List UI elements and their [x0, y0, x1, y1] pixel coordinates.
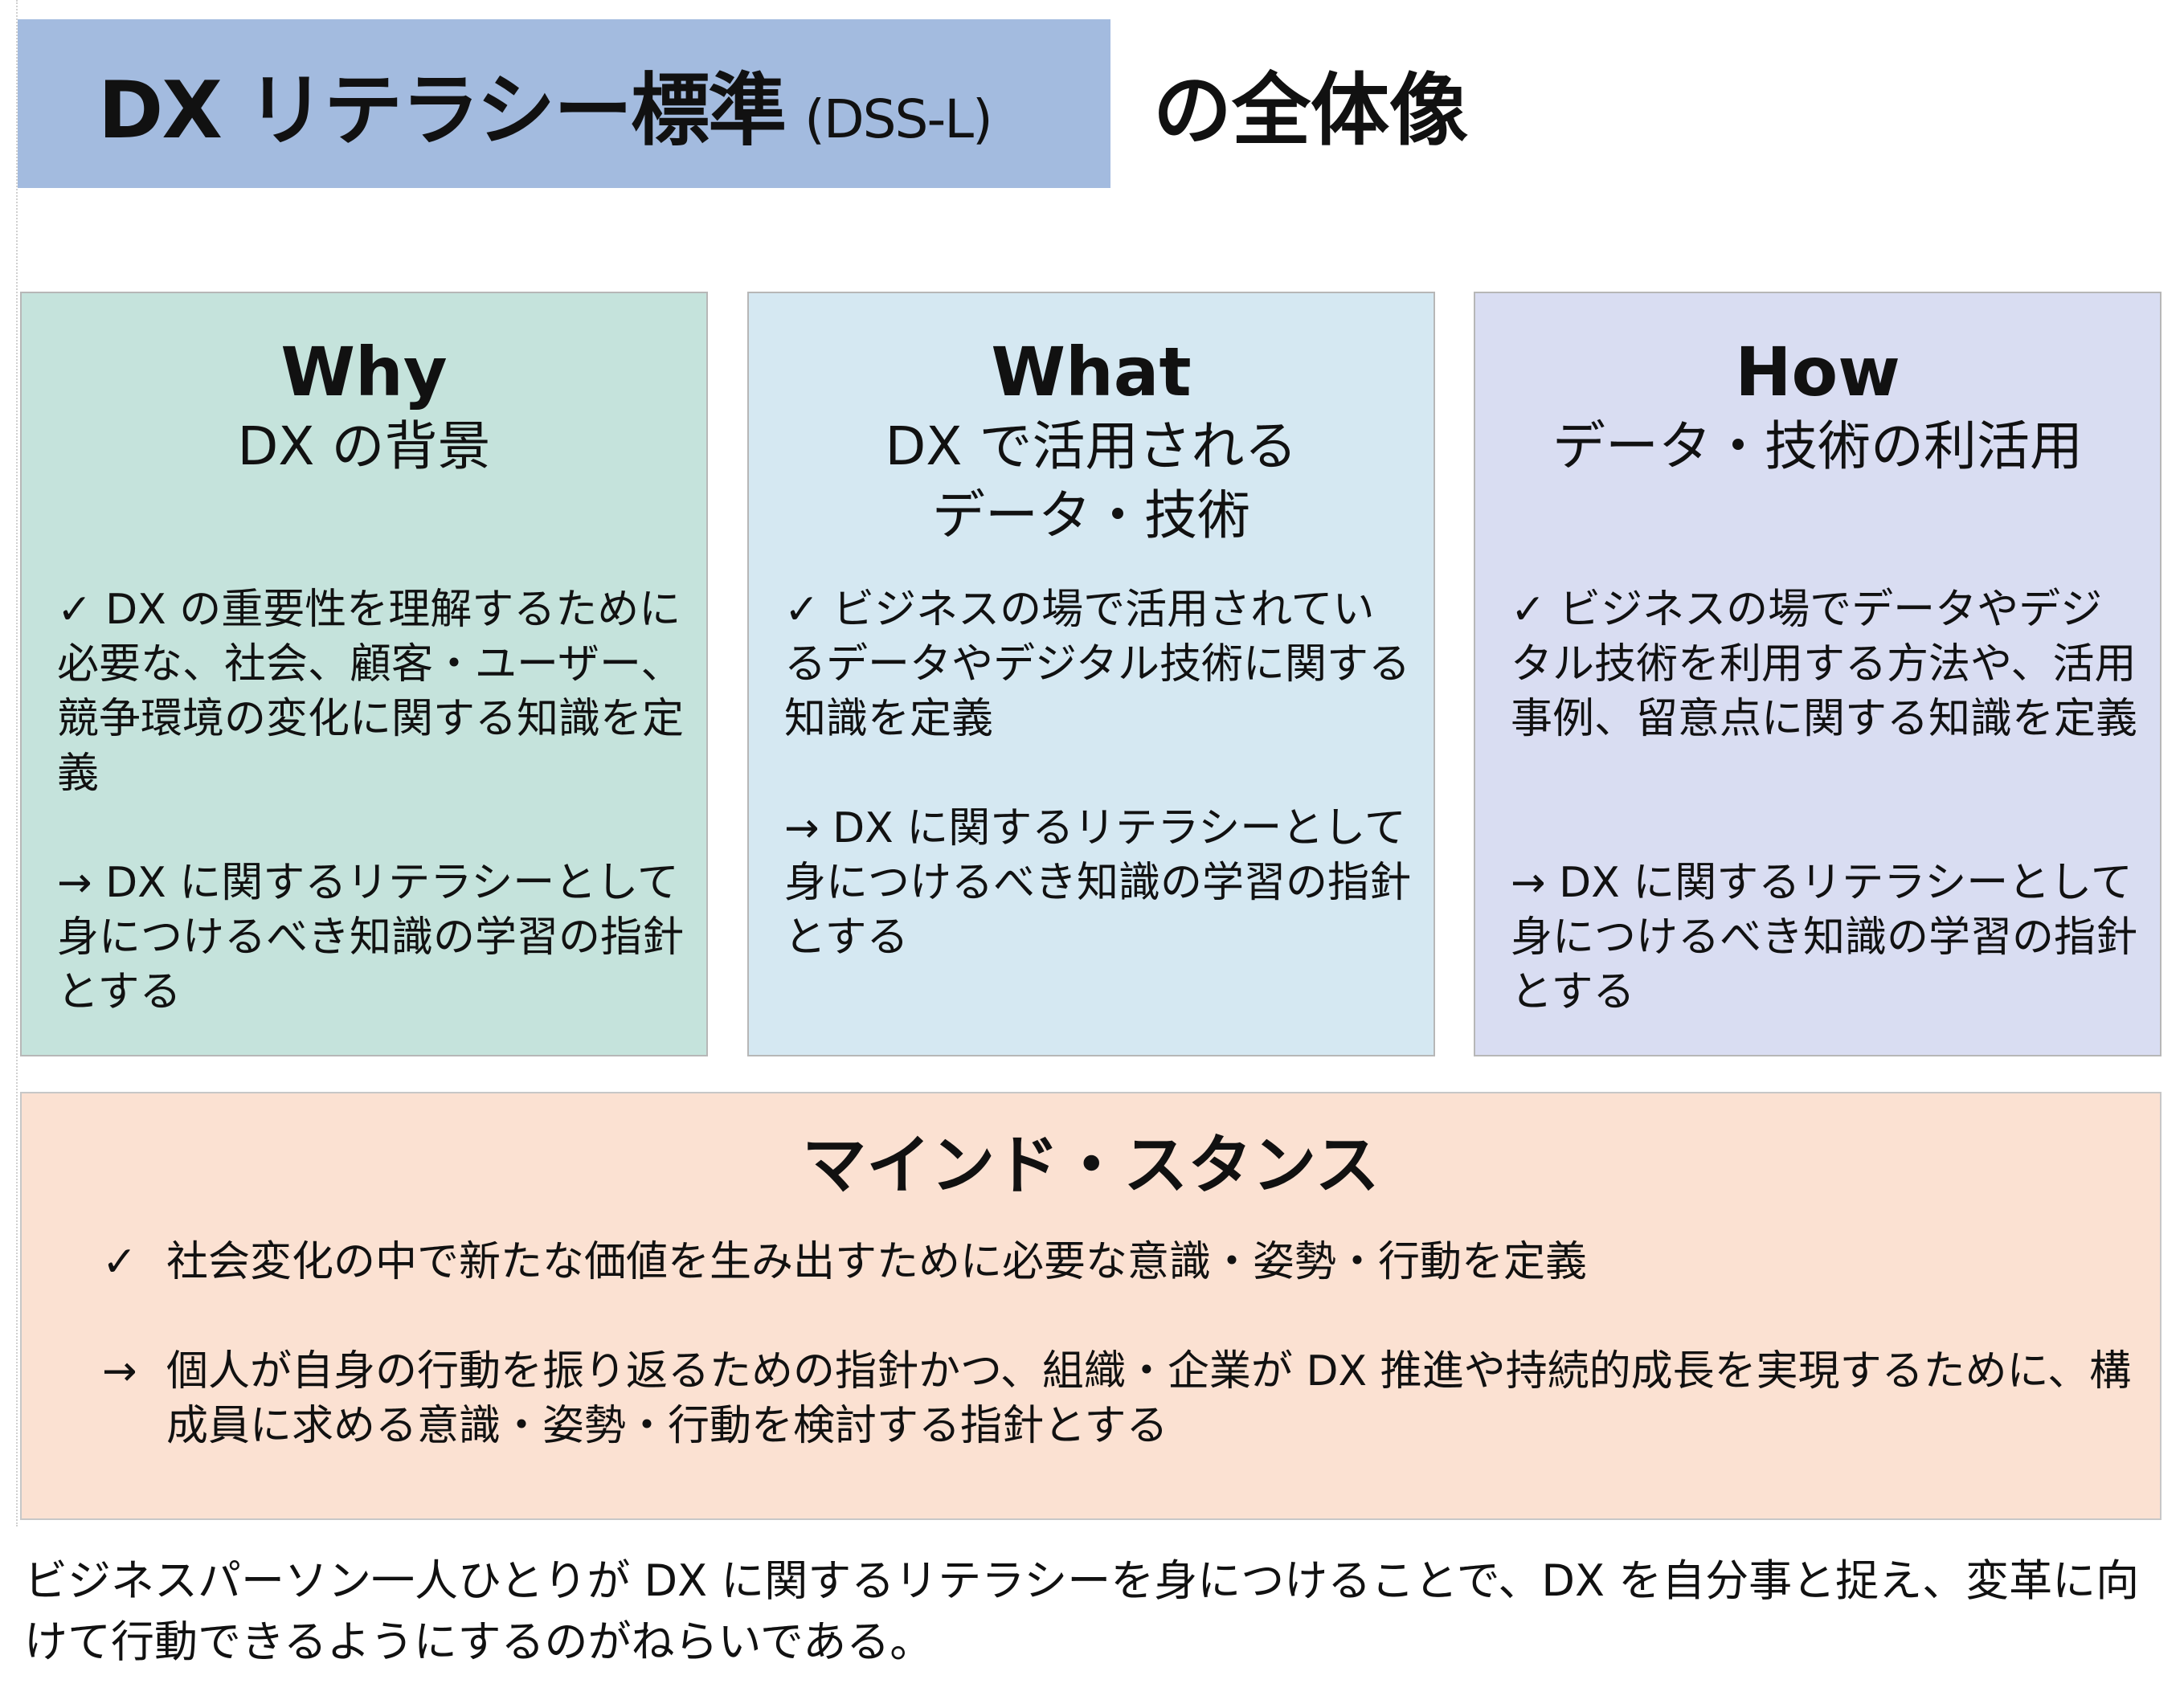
- card-check-text: ✓ ビジネスの場で活用されているデータやデジタル技術に関する知識を定義: [784, 586, 1410, 743]
- mind-check-line: ✓ 社会変化の中で新たな価値を生み出すために必要な意識・姿勢・行動を定義: [102, 1235, 2136, 1289]
- card-what: What DX で活用される データ・技術 ✓ ビジネスの場で活用されているデー…: [747, 292, 1435, 1056]
- card-subtitle: DX で活用される データ・技術: [885, 415, 1298, 546]
- card-check-text: ✓ ビジネスの場でデータやデジタル技術を利用する方法や、活用事例、留意点に関する…: [1511, 586, 2138, 743]
- mind-stance-title: マインド・スタンス: [802, 1128, 1380, 1203]
- card-why: Why DX の背景 ✓ DX の重要性を理解するために必要な、社会、顧客・ユー…: [20, 292, 708, 1056]
- title-suffix: の全体像: [1153, 65, 1469, 157]
- check-icon: ✓: [102, 1238, 137, 1286]
- mind-stance-box: マインド・スタンス ✓ 社会変化の中で新たな価値を生み出すために必要な意識・姿勢…: [20, 1092, 2162, 1520]
- card-how: How データ・技術の利活用 ✓ ビジネスの場でデータやデジタル技術を利用する方…: [1474, 292, 2162, 1056]
- arrow-right-icon: →: [102, 1347, 137, 1396]
- card-subtitle: データ・技術の利活用: [1552, 415, 2083, 477]
- title-main-text: DX リテラシー標準: [98, 65, 787, 157]
- mind-arrow-line: → 個人が自身の行動を振り返るための指針かつ、組織・企業が DX 推進や持続的成…: [102, 1344, 2136, 1453]
- card-heading: How: [1735, 333, 1900, 411]
- mind-arrow-text: 個人が自身の行動を振り返るための指針かつ、組織・企業が DX 推進や持続的成長を…: [166, 1347, 2132, 1450]
- card-heading: What: [991, 333, 1192, 411]
- mind-check-text: 社会変化の中で新たな価値を生み出すために必要な意識・姿勢・行動を定義: [166, 1238, 1588, 1286]
- card-subtitle: DX の背景: [237, 415, 491, 477]
- card-check-text: ✓ DX の重要性を理解するために必要な、社会、顧客・ユーザー、競争環境の変化に…: [57, 586, 685, 798]
- title-banner: DX リテラシー標準 (DSS-L): [18, 19, 1110, 188]
- card-arrow-text: → DX に関するリテラシーとして身につけるべき知識の学習の指針とする: [57, 859, 685, 1016]
- footer-summary: ビジネスパーソン一人ひとりが DX に関するリテラシーを身につけることで、DX …: [24, 1555, 2140, 1667]
- title-abbreviation: (DSS-L): [804, 88, 993, 150]
- card-arrow-text: → DX に関するリテラシーとして身につけるべき知識の学習の指針とする: [1511, 859, 2138, 1016]
- left-guide-line: [16, 0, 18, 1526]
- card-heading: Why: [280, 333, 448, 411]
- card-arrow-text: → DX に関するリテラシーとして身につけるべき知識の学習の指針とする: [784, 804, 1412, 962]
- page-title: DX リテラシー標準 (DSS-L): [98, 47, 993, 161]
